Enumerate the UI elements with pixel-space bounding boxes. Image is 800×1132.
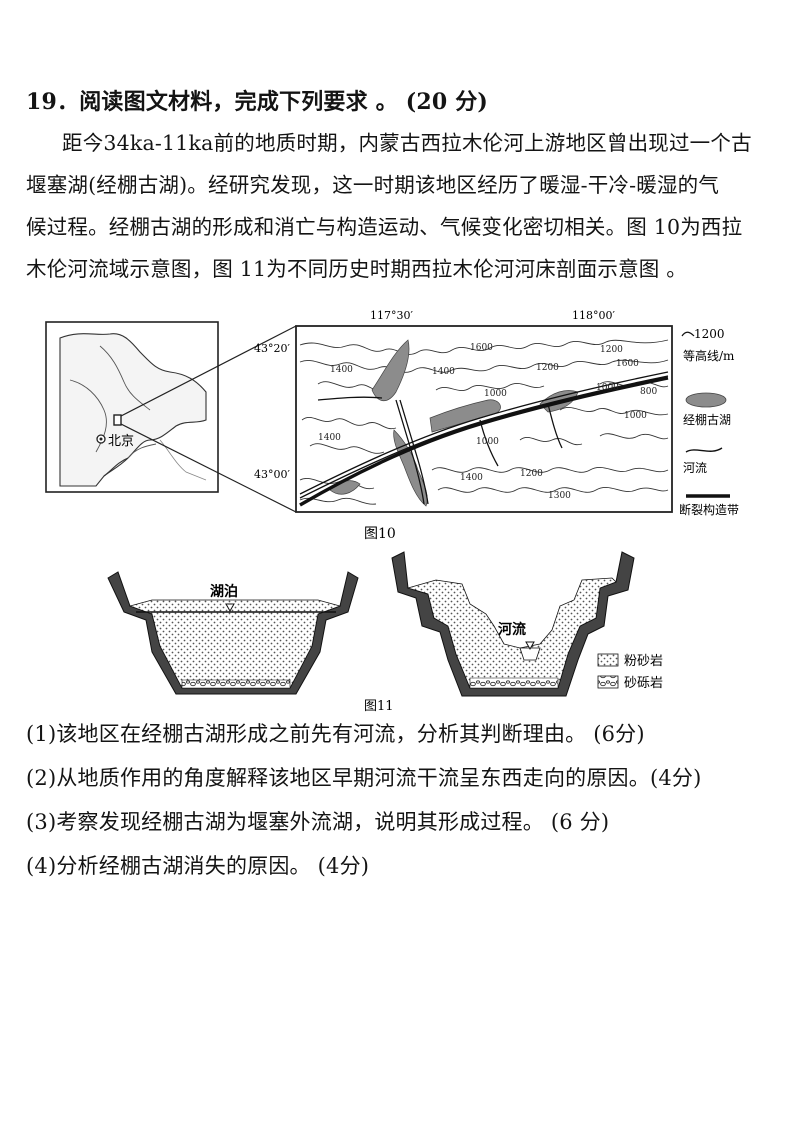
legend-contour-sample: 1200 xyxy=(694,327,725,341)
figure10-legend: 1200 等高线/m 经棚古湖 河流 断裂构造带 xyxy=(679,327,739,517)
lon-label-1: 117°30′ xyxy=(370,309,413,322)
svg-text:1200: 1200 xyxy=(536,363,559,373)
sub-question-4: (4)分析经棚古湖消失的原因。 (4分) xyxy=(26,854,370,878)
svg-text:1200: 1200 xyxy=(600,345,623,355)
legend-river: 河流 xyxy=(683,461,707,475)
river-label: 河流 xyxy=(498,621,526,638)
figure11-legend: 粉砂岩 砂砾岩 xyxy=(597,653,663,691)
lat-label-1: 43°20′ xyxy=(254,342,290,355)
legend-siltstone-swatch xyxy=(597,653,619,667)
svg-text:1000: 1000 xyxy=(624,411,647,421)
svg-text:1000: 1000 xyxy=(484,389,507,399)
svg-text:1400: 1400 xyxy=(318,433,341,443)
legend-conglomerate: 砂砾岩 xyxy=(624,676,663,691)
svg-text:1600: 1600 xyxy=(616,359,639,369)
legend-contour: 等高线/m xyxy=(683,348,735,363)
cross-section-lake: 湖泊 xyxy=(107,571,359,695)
material-line-2: 堰塞湖(经棚古湖)。经研究发现，这一时期该地区经历了暖湿-干冷-暖湿的气 xyxy=(26,173,720,197)
legend-siltstone: 粉砂岩 xyxy=(624,654,663,669)
lon-label-2: 118°00′ xyxy=(572,309,615,322)
material-line-4: 木伦河流域示意图，图 11为不同历史时期西拉木伦河河床剖面示意图 。 xyxy=(26,257,687,281)
sub-question-1: (1)该地区在经棚古湖形成之前先有河流，分析其判断理由。 (6分) xyxy=(26,722,645,746)
svg-text:1000: 1000 xyxy=(476,437,499,447)
sub-question-2: (2)从地质作用的角度解释该地区早期河流干流呈东西走向的原因。(4分) xyxy=(26,766,702,790)
svg-text:1400: 1400 xyxy=(432,367,455,377)
inset-map: 北京 xyxy=(45,321,219,493)
svg-text:800: 800 xyxy=(640,387,657,397)
sub-question-3: (3)考察发现经棚古湖为堰塞外流湖，说明其形成过程。 (6 分) xyxy=(26,810,610,834)
svg-text:1400: 1400 xyxy=(330,365,353,375)
material-line-3: 候过程。经棚古湖的形成和消亡与构造运动、气候变化密切相关。图 10为西拉 xyxy=(26,215,743,239)
lake-label: 湖泊 xyxy=(210,583,238,600)
zoom-line-top xyxy=(120,325,297,417)
svg-text:1400: 1400 xyxy=(460,473,483,483)
beijing-label: 北京 xyxy=(108,434,134,449)
figure11-caption: 图11 xyxy=(364,699,394,714)
question-header: 19．阅读图文材料，完成下列要求 。 (20 分) xyxy=(26,89,489,115)
detailed-map: 1600 1400 1200 1000 1400 1000 1200 1000 … xyxy=(254,309,673,513)
legend-conglomerate-swatch xyxy=(597,675,619,689)
legend-river-swatch xyxy=(685,447,723,453)
fault-zone xyxy=(299,376,669,507)
cross-section-river: 河流 xyxy=(391,551,635,697)
svg-text:1300: 1300 xyxy=(548,491,571,501)
legend-lake-swatch xyxy=(685,392,727,408)
figure10-caption: 图10 xyxy=(364,526,396,542)
study-area-marker xyxy=(113,414,122,426)
legend-fault: 断裂构造带 xyxy=(679,502,739,517)
zoom-line-bottom xyxy=(120,423,297,513)
svg-text:1200: 1200 xyxy=(520,469,543,479)
svg-text:1000: 1000 xyxy=(596,383,619,393)
lat-label-2: 43°00′ xyxy=(254,468,290,481)
rivers xyxy=(299,371,669,505)
svg-text:1600: 1600 xyxy=(470,343,493,353)
material-line-1: 距今34ka-11ka前的地质时期，内蒙古西拉木伦河上游地区曾出现过一个古 xyxy=(62,131,752,155)
legend-lake: 经棚古湖 xyxy=(683,412,731,427)
